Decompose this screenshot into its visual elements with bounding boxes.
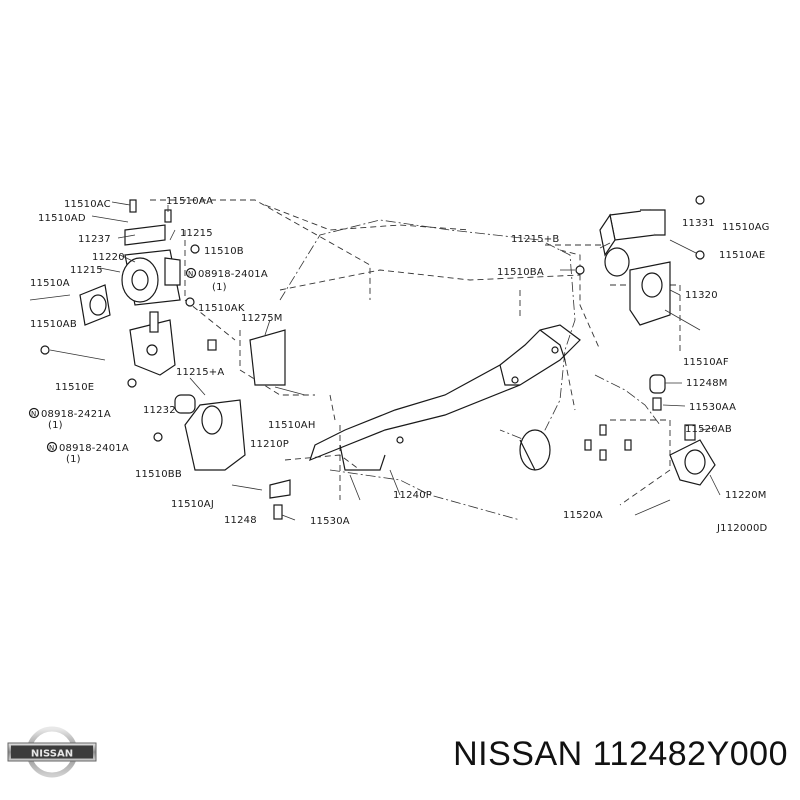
crossmember-11240p [309, 324, 581, 471]
label-11510ad: 11510AD [38, 213, 86, 224]
label-11232: 11232 [143, 405, 176, 416]
label-1-bot: (1) [66, 454, 81, 465]
label-11510ab: 11510AB [30, 319, 77, 330]
engine-outline [279, 219, 661, 521]
n-symbol: N [188, 270, 193, 278]
label-11510aa: 11510AA [166, 196, 213, 207]
label-11510ba: 11510BA [497, 267, 544, 278]
label-11215: 11215 [180, 228, 213, 239]
label-11240p: 11240P [393, 490, 432, 501]
label-08918-2401a-top: 08918-2401A [198, 269, 268, 280]
label-11215-left: 11215 [70, 265, 103, 276]
parts-diagram: 11510AC 11510AA 11510AD 11237 11215 1151… [28, 195, 770, 534]
label-11510aj: 11510AJ [171, 499, 214, 510]
label-11220: 11220 [92, 252, 125, 263]
cylinder-part [519, 429, 551, 471]
label-11510e: 11510E [55, 382, 94, 393]
label-11510ah: 11510AH [268, 420, 316, 431]
n-symbol: N [31, 410, 36, 418]
phantom-outlines [150, 199, 681, 506]
callout-labels: 11510AC 11510AA 11510AD 11237 11215 1151… [28, 196, 770, 534]
label-11248m: 11248M [686, 378, 728, 389]
part-number-title: NISSAN 112482Y000 [453, 735, 788, 773]
label-11320: 11320 [685, 290, 718, 301]
front-left-mount-assembly [153, 329, 306, 520]
label-11530a: 11530A [310, 516, 350, 527]
n-symbol: N [49, 444, 54, 452]
label-08918-2401a-bot: 08918-2401A [59, 443, 129, 454]
label-11510ak: 11510AK [198, 303, 245, 314]
label-11215b: 11215+B [511, 234, 559, 245]
label-08918-2421a: 08918-2421A [41, 409, 111, 420]
right-mount-assembly [575, 195, 716, 516]
label-11510ac: 11510AC [64, 199, 111, 210]
nissan-logo: NISSAN [7, 726, 97, 778]
label-11210p: 11210P [250, 439, 289, 450]
left-mount-assembly [29, 199, 200, 388]
label-11530aa: 11530AA [689, 402, 736, 413]
label-11510bb: 11510BB [135, 469, 182, 480]
label-11520a: 11520A [563, 510, 603, 521]
diagram-ref-code: J112000D [716, 523, 768, 534]
label-11510ae: 11510AE [719, 250, 765, 261]
label-11275m: 11275M [241, 313, 283, 324]
footer: NISSAN NISSAN 112482Y000 [0, 700, 800, 800]
label-11215a: 11215+A [176, 367, 224, 378]
svg-text:NISSAN: NISSAN [31, 749, 73, 760]
label-1-mid: (1) [48, 420, 63, 431]
label-11510ag: 11510AG [722, 222, 770, 233]
label-11248: 11248 [224, 515, 257, 526]
label-11510af: 11510AF [683, 357, 729, 368]
label-1-top: (1) [212, 282, 227, 293]
label-11510b: 11510B [204, 246, 244, 257]
label-11220m: 11220M [725, 490, 767, 501]
label-11520ab: 11520AB [685, 424, 732, 435]
leader-lines [91, 201, 721, 521]
label-11237: 11237 [78, 234, 111, 245]
label-11510a: 11510A [30, 278, 70, 289]
label-11331: 11331 [682, 218, 715, 229]
